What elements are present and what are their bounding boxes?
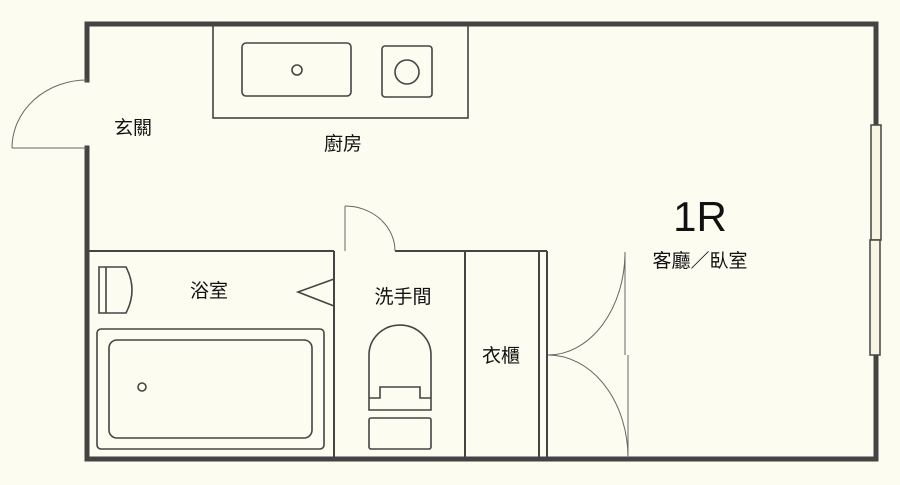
interior-walls: [87, 250, 548, 459]
room-type-label: 1R: [673, 193, 727, 240]
room-label-entrance: 玄關: [114, 117, 152, 139]
entrance-door: [11, 79, 88, 149]
stove: [381, 45, 433, 98]
outer-walls: [84, 21, 879, 462]
room-label-living-bedroom: 客廳／臥室: [652, 250, 747, 272]
stove-burner: [394, 59, 420, 85]
toilet-door: [344, 205, 396, 252]
bathtub-drain: [137, 382, 147, 392]
bathtub: [96, 328, 325, 450]
kitchen-counter: [212, 23, 469, 119]
bathroom-fixtures: [96, 266, 335, 450]
sink-drain: [291, 64, 303, 76]
room-label-kitchen: 廚房: [324, 132, 362, 155]
window: [869, 124, 882, 356]
toilet-fixture: [368, 324, 432, 450]
room-label-toilet: 洗手間: [374, 286, 431, 308]
bath-door-marker: [295, 278, 335, 307]
wash-basin: [98, 266, 133, 314]
toilet-tank: [368, 417, 432, 450]
closet-doors: [547, 251, 629, 459]
room-label-bathroom: 浴室: [190, 280, 228, 302]
room-label-closet: 衣櫃: [482, 345, 520, 367]
kitchen-sink: [241, 42, 352, 97]
